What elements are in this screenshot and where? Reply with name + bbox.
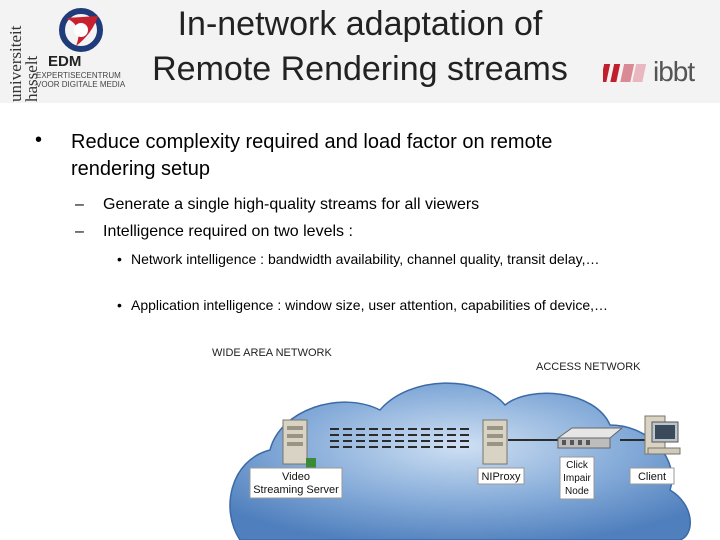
subsub2-text: Application intelligence : window size, … (131, 297, 609, 313)
niproxy-server-icon (482, 419, 508, 465)
bullet-dot: • (117, 251, 122, 267)
stream-links (330, 428, 470, 448)
bullet-dot: • (35, 129, 43, 151)
access-label: ACCESS NETWORK (536, 361, 641, 373)
sub1-text: Generate a single high-quality streams f… (103, 196, 480, 213)
server-label-line1: Video (282, 471, 310, 483)
bullet1-text: Reduce complexity required and load fact… (71, 131, 553, 180)
node-label-line1: Click (566, 460, 589, 471)
bullet-dash: – (75, 196, 84, 213)
server-label-line2: Streaming Server (253, 484, 339, 496)
node-label-box (559, 456, 595, 500)
ibbt-logo: ibbt (600, 56, 709, 90)
edm-logo-subtitle: EXPERTISECENTRUM VOOR DIGITALE MEDIA (36, 71, 134, 89)
bullet-dash: – (75, 223, 84, 240)
client-label: Client (638, 471, 666, 483)
node-label-line2: Impair (563, 473, 591, 484)
slide-title: In-network adaptation of Remote Renderin… (135, 2, 585, 92)
proxy-label-box (477, 467, 525, 485)
edm-logo-word: EDM (48, 53, 82, 70)
server-label-box (249, 467, 343, 499)
proxy-label: NIProxy (481, 471, 521, 483)
wan-label: WIDE AREA NETWORK (212, 347, 332, 359)
slide-title-line2: Remote Rendering streams (152, 50, 568, 88)
client-computer-icon (644, 415, 681, 455)
subsub1-text: Network intelligence : bandwidth availab… (131, 251, 600, 267)
node-label-line3: Node (565, 486, 589, 497)
header-band (0, 0, 720, 103)
bullet-dot: • (117, 297, 122, 313)
ibbt-mark-icon (600, 64, 647, 82)
edm-logo-sub-line2: VOOR DIGITALE MEDIA (36, 80, 126, 89)
switch-icon (556, 427, 624, 449)
video-server-icon (282, 419, 316, 468)
edm-logo: EDM EXPERTISECENTRUM VOOR DIGITALE MEDIA (26, 8, 126, 96)
sub2-text: Intelligence required on two levels : (103, 223, 353, 240)
ibbt-logo-word: ibbt (653, 56, 695, 87)
edm-logo-sub-line1: EXPERTISECENTRUM (36, 71, 121, 80)
network-diagram: WIDE AREA NETWORK ACCESS NETWORK Video S… (212, 347, 691, 540)
client-label-box (629, 467, 675, 485)
slide-title-line1: In-network adaptation of (177, 5, 543, 43)
bullet-level1: • Reduce complexity required and load fa… (35, 127, 635, 183)
edm-swirl-icon (59, 8, 103, 52)
